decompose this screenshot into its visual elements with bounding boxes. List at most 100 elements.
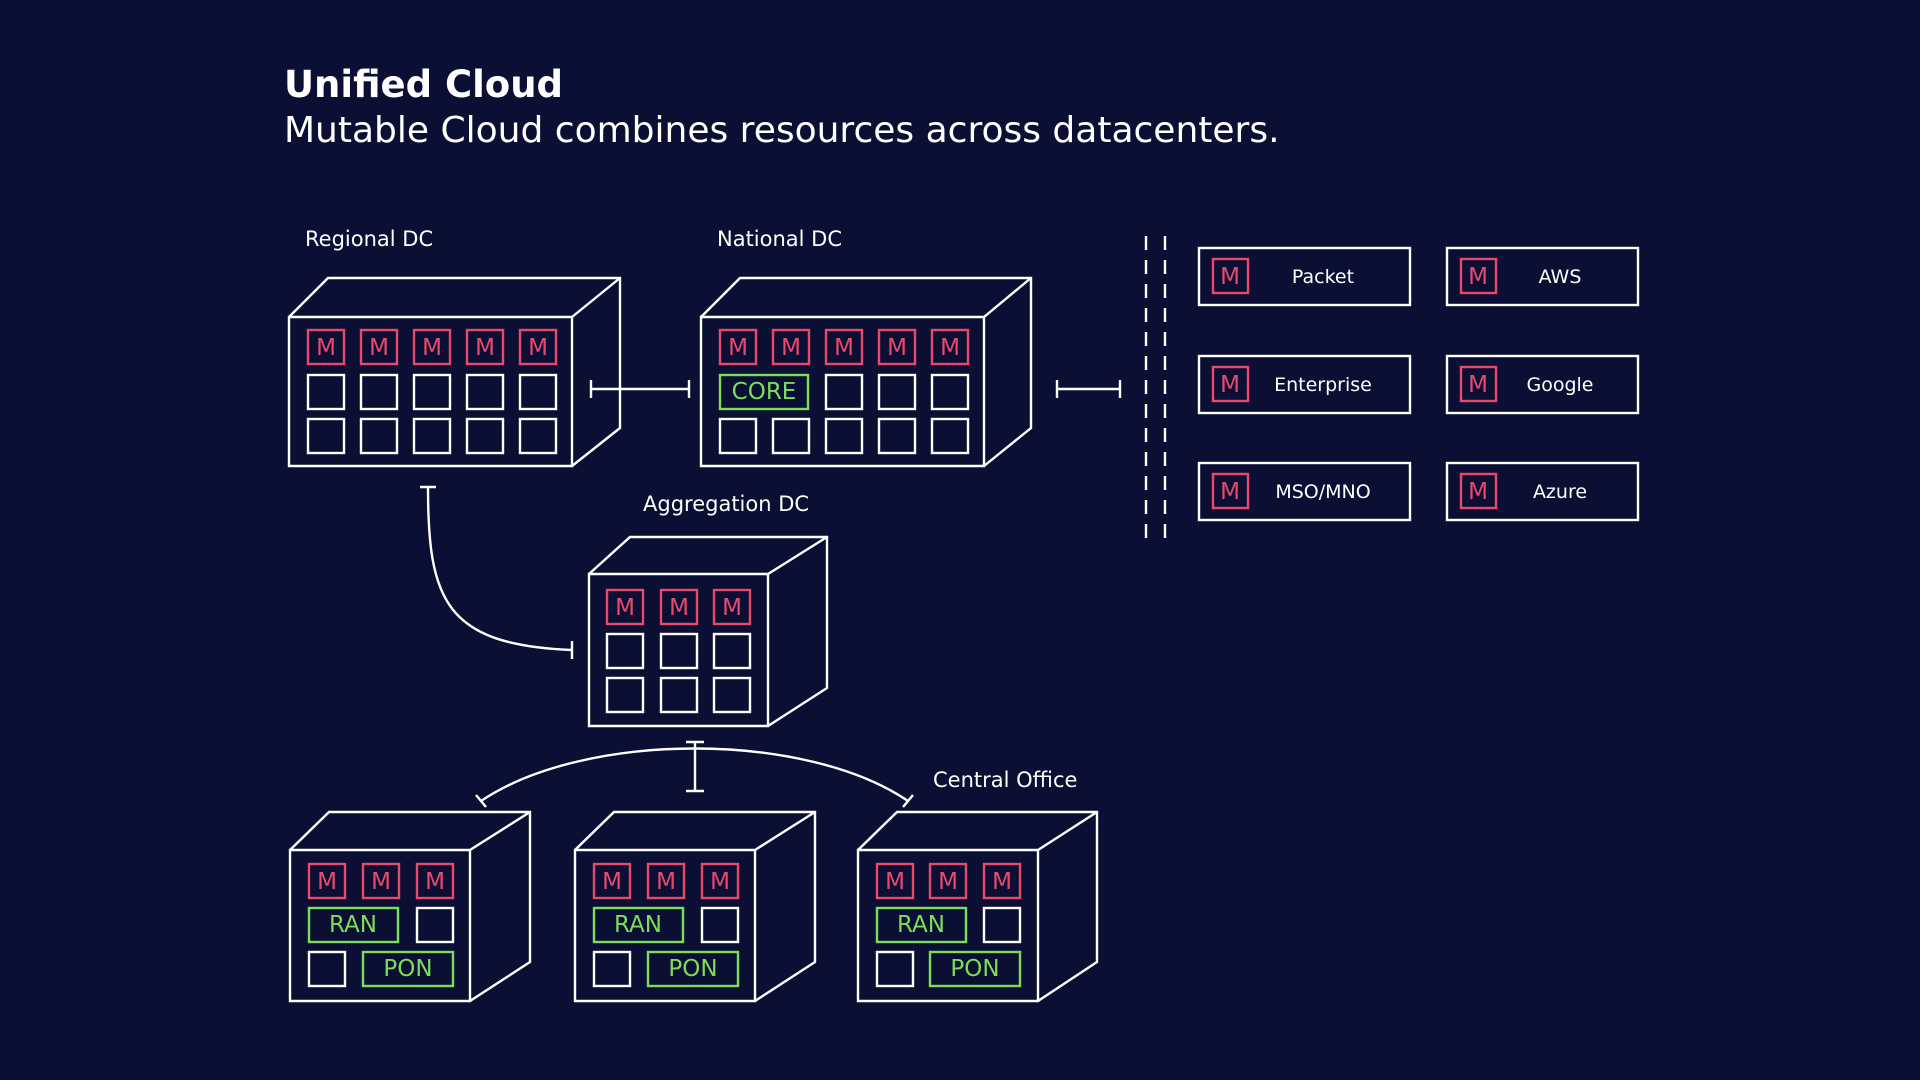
svg-text:M: M	[887, 335, 907, 361]
m-tile: M	[359, 328, 399, 366]
svg-text:PON: PON	[950, 956, 999, 982]
central-office-box-2: M M M RAN PON	[573, 810, 817, 1003]
empty-slot	[465, 417, 505, 455]
svg-text:M: M	[722, 595, 742, 621]
svg-text:M: M	[710, 869, 730, 895]
empty-slot	[712, 632, 752, 670]
svg-text:M: M	[317, 869, 337, 895]
svg-text:M: M	[1220, 479, 1240, 505]
svg-text:RAN: RAN	[614, 912, 662, 938]
empty-slot	[412, 417, 452, 455]
m-tile: M	[1211, 472, 1250, 510]
svg-text:M: M	[475, 335, 495, 361]
m-tile: M	[930, 328, 970, 366]
empty-slot	[605, 676, 645, 714]
svg-text:M: M	[1220, 372, 1240, 398]
svg-text:M: M	[1468, 372, 1488, 398]
connector-regional-national	[589, 380, 691, 398]
m-tile: M	[982, 862, 1022, 900]
central-office-box-3: M M M RAN PON	[856, 810, 1099, 1003]
core-tile: CORE	[718, 373, 810, 411]
empty-slot	[877, 373, 917, 411]
svg-text:M: M	[1220, 264, 1240, 290]
svg-text:M: M	[371, 869, 391, 895]
page-title: Unified Cloud	[284, 63, 564, 106]
m-tile: M	[1459, 257, 1498, 295]
svg-text:M: M	[1468, 264, 1488, 290]
connector-aggregation-central	[475, 740, 914, 808]
m-tile: M	[592, 862, 632, 900]
svg-text:M: M	[528, 335, 548, 361]
svg-text:M: M	[781, 335, 801, 361]
aggregation-dc-box: M M M	[587, 535, 829, 728]
svg-text:M: M	[834, 335, 854, 361]
m-tile: M	[771, 328, 811, 366]
m-tile: M	[700, 862, 740, 900]
provider-name: Enterprise	[1274, 374, 1372, 396]
m-tile: M	[361, 862, 401, 900]
m-tile: M	[518, 328, 558, 366]
empty-slot	[415, 906, 455, 944]
empty-slot	[518, 417, 558, 455]
pon-tile: PON	[361, 950, 455, 988]
connector-regional-aggregation	[420, 485, 574, 659]
connector-national-cloud	[1055, 380, 1122, 398]
m-tile: M	[1459, 365, 1498, 403]
m-tile: M	[824, 328, 864, 366]
empty-slot	[712, 676, 752, 714]
svg-text:RAN: RAN	[897, 912, 945, 938]
provider-azure: M Azure	[1445, 461, 1640, 522]
svg-text:M: M	[602, 869, 622, 895]
empty-slot	[412, 373, 452, 411]
ran-tile: RAN	[307, 906, 400, 944]
provider-packet: M Packet	[1197, 246, 1412, 307]
pon-tile: PON	[928, 950, 1022, 988]
svg-text:M: M	[992, 869, 1012, 895]
empty-slot	[875, 950, 915, 988]
m-tile: M	[875, 862, 915, 900]
empty-slot	[930, 373, 970, 411]
svg-text:M: M	[938, 869, 958, 895]
empty-slot	[824, 417, 864, 455]
svg-text:M: M	[369, 335, 389, 361]
svg-text:PON: PON	[383, 956, 432, 982]
regional-dc-tiles: M M M M M	[306, 328, 558, 455]
empty-slot	[659, 676, 699, 714]
empty-slot	[359, 417, 399, 455]
empty-slot	[306, 417, 346, 455]
m-tile: M	[877, 328, 917, 366]
empty-slot	[307, 950, 347, 988]
empty-slot	[465, 373, 505, 411]
m-tile: M	[465, 328, 505, 366]
provider-name: MSO/MNO	[1275, 481, 1370, 503]
regional-dc-box: M M M M M	[287, 276, 622, 468]
svg-text:M: M	[940, 335, 960, 361]
provider-aws: M AWS	[1445, 246, 1640, 307]
provider-mso-mno: M MSO/MNO	[1197, 461, 1412, 522]
page-subtitle: Mutable Cloud combines resources across …	[284, 110, 1280, 151]
national-dc-label: National DC	[717, 227, 842, 251]
regional-dc-label: Regional DC	[305, 227, 433, 251]
provider-name: Azure	[1533, 481, 1587, 503]
empty-slot	[659, 632, 699, 670]
svg-text:PON: PON	[668, 956, 717, 982]
empty-slot	[824, 373, 864, 411]
svg-text:M: M	[422, 335, 442, 361]
svg-text:M: M	[316, 335, 336, 361]
empty-slot	[771, 417, 811, 455]
empty-slot	[718, 417, 758, 455]
provider-name: AWS	[1539, 266, 1582, 288]
empty-slot	[592, 950, 632, 988]
ran-tile: RAN	[592, 906, 685, 944]
m-tile: M	[306, 328, 346, 366]
m-tile: M	[659, 588, 699, 626]
m-tile: M	[1211, 257, 1250, 295]
aggregation-dc-tiles: M M M	[605, 588, 752, 714]
svg-text:M: M	[728, 335, 748, 361]
svg-text:CORE: CORE	[732, 379, 797, 405]
svg-text:M: M	[885, 869, 905, 895]
empty-slot	[359, 373, 399, 411]
central-office-label: Central Office	[933, 768, 1077, 792]
empty-slot	[605, 632, 645, 670]
